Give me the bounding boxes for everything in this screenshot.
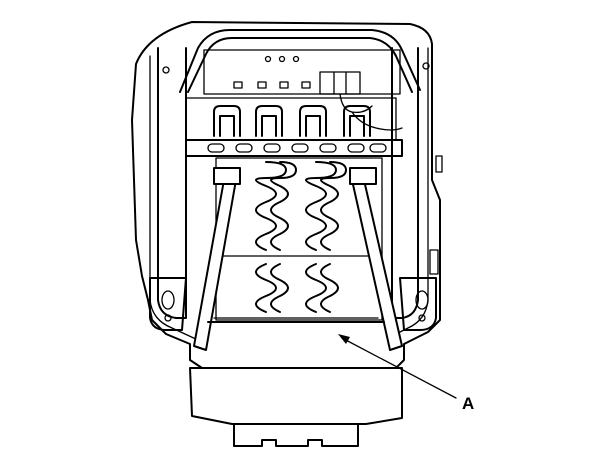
upper-tube-frame-inner <box>187 37 413 93</box>
upper-tube-frame <box>179 29 421 93</box>
cross-bar <box>185 139 403 157</box>
slot <box>279 81 289 89</box>
side-tab <box>435 155 443 173</box>
bolt-hole <box>264 55 272 63</box>
u-springs <box>213 105 371 137</box>
right-strap-clip <box>349 167 377 185</box>
bolt-hole <box>292 55 300 63</box>
rail-hole <box>422 62 430 70</box>
left-strap-clip <box>213 167 241 185</box>
slot <box>301 81 311 89</box>
seat-outer-shell <box>131 21 441 369</box>
connector-block <box>319 71 361 95</box>
left-diagonal-strap <box>193 179 237 351</box>
cross-bar-slots <box>207 143 387 153</box>
callout-label-a: A <box>462 394 474 413</box>
bolt-hole <box>278 55 286 63</box>
harness-wire <box>339 93 403 131</box>
callout-leader-a <box>341 337 457 399</box>
front-skirt <box>189 367 403 425</box>
rail-hole <box>162 66 170 74</box>
left-side-rail <box>157 47 187 319</box>
right-lower-bracket <box>399 249 439 331</box>
slot <box>257 81 267 89</box>
callout-arrowhead <box>338 334 350 344</box>
slot <box>233 81 243 89</box>
top-plate <box>203 49 401 95</box>
right-side-rail <box>391 47 419 319</box>
left-lower-bracket <box>149 277 187 331</box>
bottom-tabs <box>233 423 359 447</box>
s-springs <box>255 161 347 313</box>
right-diagonal-strap <box>351 179 403 351</box>
